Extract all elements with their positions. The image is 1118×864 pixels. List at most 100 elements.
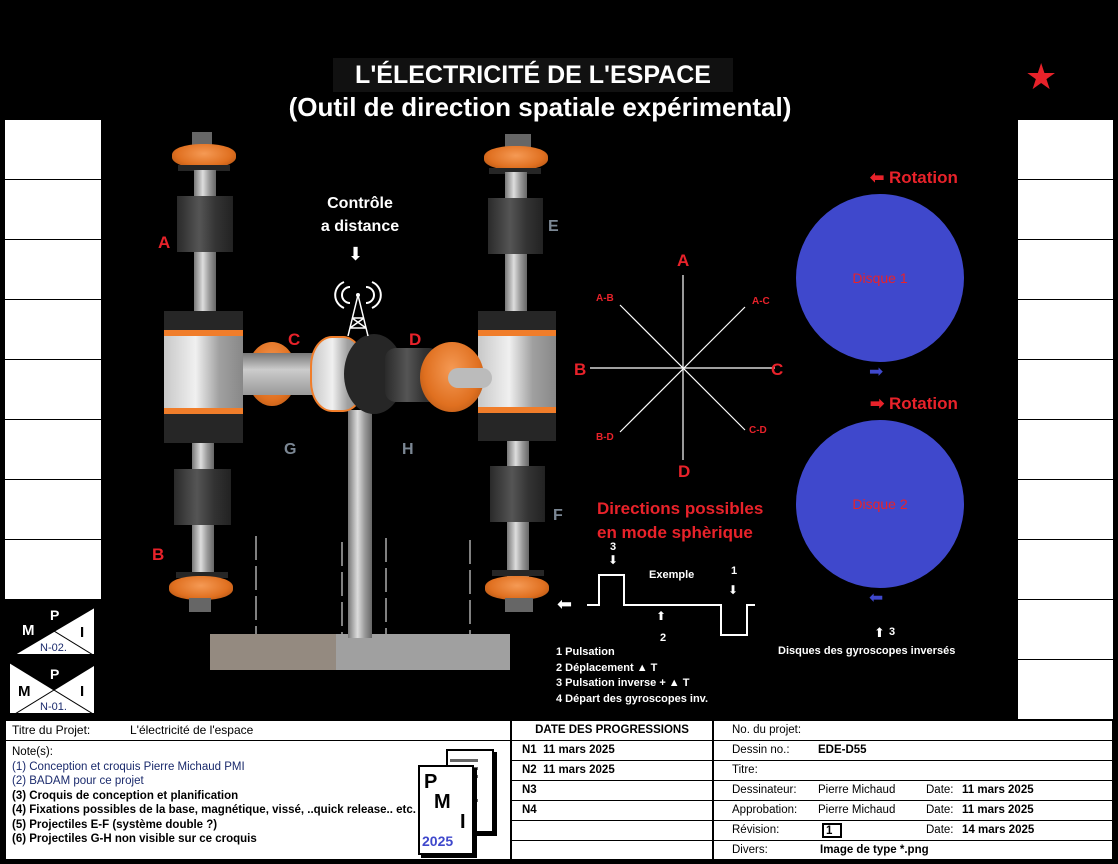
label-h: H bbox=[402, 441, 414, 458]
compass-ac: A-C bbox=[752, 296, 770, 307]
legend-item: 2 Déplacement ▲ T bbox=[556, 661, 658, 674]
example-label: Exemple bbox=[649, 569, 695, 581]
arrow-left-icon: ⬅ bbox=[557, 594, 573, 614]
disc-1: Disque 1 bbox=[796, 194, 964, 362]
drawing-no: EDE-D55 bbox=[818, 744, 867, 756]
remote-line1: Contrôle bbox=[327, 195, 393, 212]
directions-caption: Directions possibles en mode sphèrique bbox=[597, 497, 763, 545]
pulse-num-3: 3 bbox=[610, 541, 617, 553]
pulse-diagram bbox=[587, 574, 755, 636]
label-e: E bbox=[548, 218, 559, 235]
label-f: F bbox=[553, 507, 563, 524]
base-plate bbox=[210, 634, 510, 670]
page-title: L'ÉLECTRICITÉ DE L'ESPACE bbox=[333, 58, 733, 92]
remote-control-label: Contrôle a distance bbox=[300, 192, 420, 238]
note-item: (1) Conception et croquis Pierre Michaud… bbox=[12, 760, 245, 773]
arrow-down-icon: ⬇ bbox=[348, 244, 364, 264]
project-title-label: Titre du Projet: bbox=[12, 723, 91, 737]
revision-date: 14 mars 2025 bbox=[962, 824, 1035, 836]
dashed-guides bbox=[255, 536, 471, 634]
approval-date-label: Date: bbox=[926, 804, 954, 816]
antenna-icon bbox=[334, 281, 382, 337]
compass-b: B bbox=[574, 360, 587, 379]
compass-ab: A-B bbox=[596, 293, 614, 304]
logo-code: N-02. bbox=[40, 642, 67, 654]
arrow-up-icon: ⬆ bbox=[874, 625, 885, 640]
note-item: (4) Fixations possibles de la base, magn… bbox=[12, 804, 416, 816]
approval: Pierre Michaud bbox=[818, 804, 896, 816]
progress-n: N1 bbox=[522, 744, 537, 756]
misc-label: Divers: bbox=[732, 844, 768, 856]
star-icon: ★ bbox=[1025, 56, 1058, 97]
pmi-year: 2025 bbox=[422, 833, 454, 849]
logo-p: P bbox=[50, 666, 60, 682]
progress-header: DATE DES PROGRESSIONS bbox=[512, 721, 712, 741]
revision: 1 bbox=[822, 823, 842, 838]
label-a: A bbox=[158, 233, 171, 252]
arrow-right-icon: ➡ bbox=[870, 394, 889, 413]
arrow-left-icon: ⬅ bbox=[870, 168, 889, 187]
notes: Note(s): (1) Conception et croquis Pierr… bbox=[12, 745, 416, 847]
title-block-drawing: No. du projet: Dessin no.:EDE-D55 Titre:… bbox=[712, 719, 1114, 861]
compass-a: A bbox=[677, 251, 690, 270]
designer-label: Dessinateur: bbox=[732, 784, 797, 796]
pmi-m: M bbox=[434, 791, 451, 813]
arrow-right-icon: ➡ bbox=[869, 362, 884, 381]
designer: Pierre Michaud bbox=[818, 784, 896, 796]
left-margin-cells bbox=[4, 120, 102, 600]
misc: Image de type *.png bbox=[820, 844, 929, 856]
rotation-text: Rotation bbox=[888, 168, 958, 187]
pulse-num-1: 1 bbox=[731, 565, 738, 577]
logo-i: I bbox=[80, 624, 85, 641]
directions-line1: Directions possibles bbox=[597, 499, 764, 518]
revision-label: Révision: bbox=[732, 824, 780, 836]
legend-item: 3 Pulsation inverse + ▲ T bbox=[556, 677, 690, 689]
logo-m: M bbox=[18, 683, 31, 700]
directions-line2: en mode sphèrique bbox=[597, 523, 753, 542]
label-b: B bbox=[152, 545, 165, 564]
rotation-label-1: ⬅ Rotation bbox=[870, 168, 958, 188]
disc-caption: Disques des gyroscopes inversés bbox=[778, 645, 956, 657]
approval-label: Approbation: bbox=[732, 804, 798, 816]
notes-label: Note(s): bbox=[12, 746, 53, 758]
note-item: (3) Croquis de conception et planificati… bbox=[12, 789, 239, 802]
logo-p: P bbox=[50, 607, 60, 623]
designer-date-label: Date: bbox=[926, 784, 954, 796]
label-g: G bbox=[284, 441, 297, 458]
logo-i: I bbox=[80, 683, 85, 700]
rotation-text: Rotation bbox=[888, 394, 958, 413]
right-margin-cells bbox=[1017, 120, 1114, 720]
disc-label: Disque 2 bbox=[852, 496, 908, 512]
note-item: (5) Projectiles E-F (système double ?) bbox=[12, 818, 218, 831]
designer-date: 11 mars 2025 bbox=[962, 784, 1034, 796]
progress-n: N3 bbox=[522, 784, 537, 796]
logo-code: N-01. bbox=[40, 701, 67, 713]
disc-2: Disque 2 bbox=[796, 420, 964, 588]
rotation-label-2: ➡ Rotation bbox=[870, 394, 958, 414]
label-c: C bbox=[288, 330, 301, 349]
arrow-up-icon: ⬆ bbox=[656, 609, 667, 623]
progress-date: 11 mars 2025 bbox=[543, 744, 615, 756]
progress-n: N2 bbox=[522, 764, 537, 776]
label-d: D bbox=[409, 330, 422, 349]
logo-m: M bbox=[22, 622, 35, 639]
titre-label: Titre: bbox=[732, 764, 758, 776]
compass-bd: B-D bbox=[596, 432, 614, 443]
arrow-down-icon: ⬇ bbox=[728, 583, 739, 597]
legend-item: 4 Départ des gyroscopes inv. bbox=[556, 692, 709, 705]
progress-date: 11 mars 2025 bbox=[543, 764, 615, 776]
approval-date: 11 mars 2025 bbox=[962, 804, 1034, 816]
pmi-i: I bbox=[460, 811, 466, 833]
compass-c: C bbox=[771, 360, 784, 379]
compass-d: D bbox=[678, 462, 691, 481]
page-subtitle: (Outil de direction spatiale expérimenta… bbox=[288, 92, 792, 122]
compass-cd: C-D bbox=[749, 425, 767, 436]
logo-n01: M P I N-01. bbox=[8, 661, 96, 715]
remote-line2: a distance bbox=[320, 218, 400, 235]
legend-item: 1 Pulsation bbox=[556, 646, 615, 658]
disc-num-3: 3 bbox=[889, 626, 896, 638]
progress-n: N4 bbox=[522, 804, 537, 816]
disc-label: Disque 1 bbox=[852, 270, 908, 286]
pulse-legend: 1 Pulsation 2 Déplacement ▲ T 3 Pulsation … bbox=[556, 645, 708, 707]
note-item: (6) Projectiles G-H non visible sur ce c… bbox=[12, 833, 257, 845]
